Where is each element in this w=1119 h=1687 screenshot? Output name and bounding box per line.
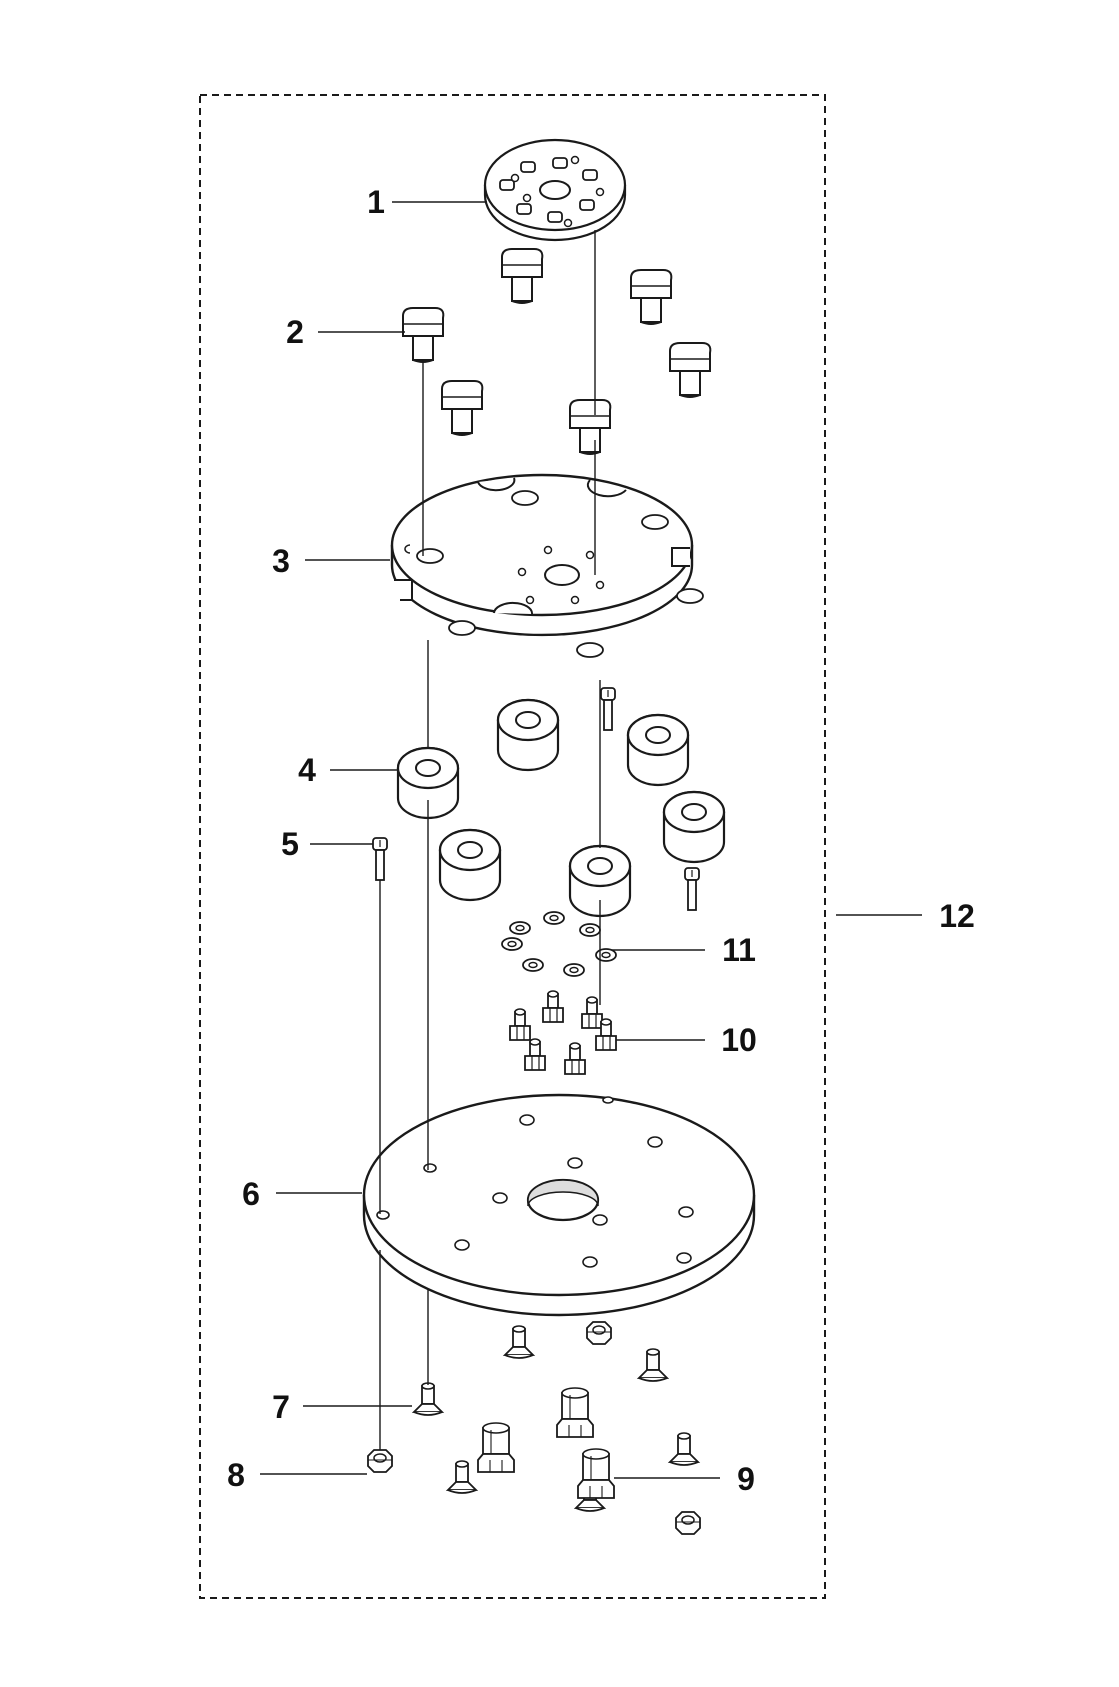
part-9-spacer-studs (477, 1387, 615, 1499)
part-3-mounting-plate (390, 473, 704, 658)
alignment-lines (379, 230, 601, 1450)
callout-9: 9 (737, 1461, 755, 1497)
callout-2: 2 (286, 314, 304, 350)
callout-6: 6 (242, 1176, 260, 1212)
callout-1: 1 (367, 184, 385, 220)
callout-3: 3 (272, 543, 290, 579)
part-4-spacers (396, 698, 726, 918)
part-2-t-nuts (402, 248, 712, 455)
callout-12: 12 (939, 898, 975, 934)
callout-7: 7 (272, 1389, 290, 1425)
callout-4: 4 (298, 752, 316, 788)
callout-10: 10 (721, 1022, 757, 1058)
part-6-base-plate (362, 1093, 756, 1317)
callout-8: 8 (227, 1457, 245, 1493)
part-7-countersunk-screws (413, 1325, 699, 1512)
leader-lines (260, 201, 922, 1479)
assembly-boundary (199, 94, 826, 1599)
callout-5: 5 (281, 826, 299, 862)
part-11-washers (501, 911, 617, 977)
part-1-top-disc (483, 138, 627, 242)
callout-11: 11 (722, 932, 756, 968)
